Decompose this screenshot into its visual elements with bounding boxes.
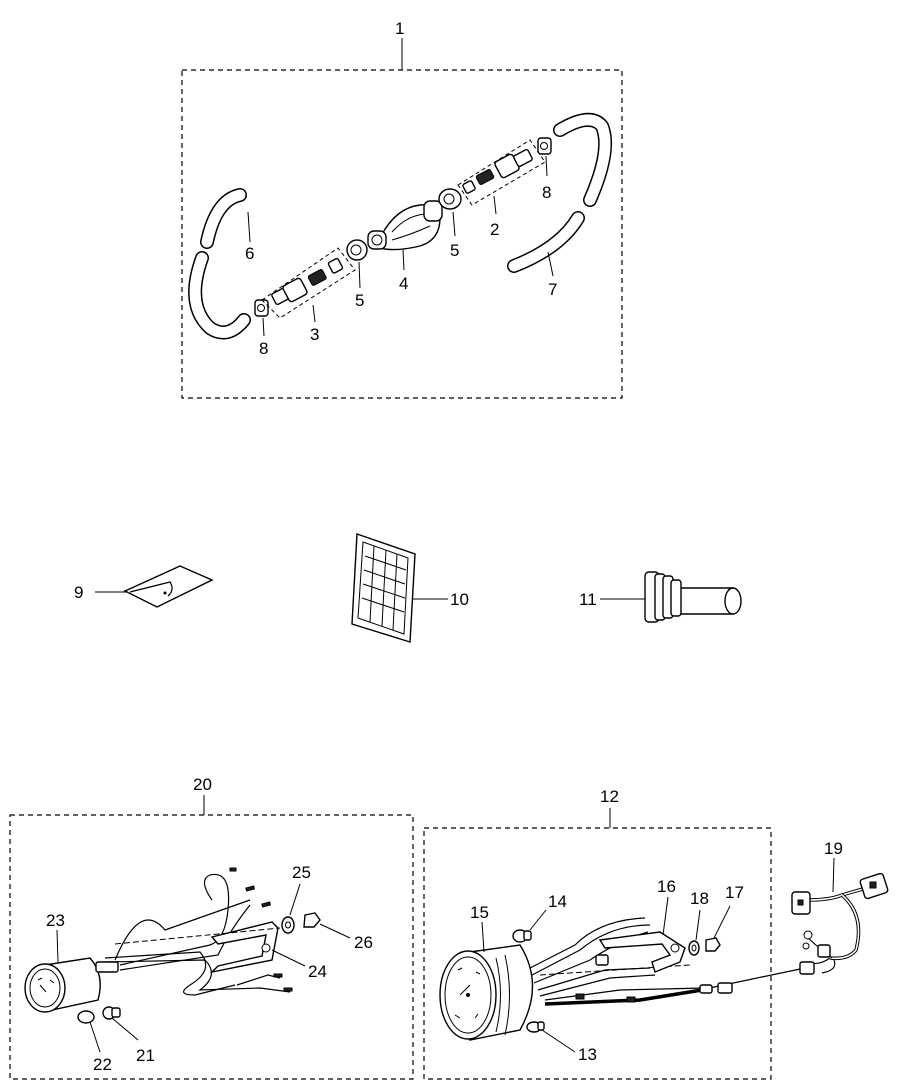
- callout-11: 11: [579, 590, 597, 609]
- leader-17: [713, 905, 731, 939]
- callout-14: 14: [548, 892, 567, 911]
- callout-3: 3: [310, 325, 319, 344]
- gauge-nut-17: [705, 937, 721, 952]
- gauge-kit-20-box: [9, 814, 414, 1080]
- callout-1: 1: [395, 19, 404, 38]
- leader-23: [56, 929, 59, 963]
- leader-24: [271, 949, 306, 967]
- leader-2: [493, 195, 497, 215]
- leader-14: [529, 909, 547, 931]
- leader-25: [289, 883, 301, 916]
- callout-17: 17: [725, 883, 744, 902]
- hose-fitting: [644, 571, 742, 623]
- callout-21: 21: [136, 1046, 155, 1065]
- fuel-connector-right: [462, 148, 533, 194]
- callout-26: 26: [354, 933, 373, 952]
- callout-25: 25: [292, 863, 311, 882]
- gauge-washer-25: [281, 916, 295, 934]
- callout-18: 18: [690, 889, 709, 908]
- leader-7: [547, 251, 554, 277]
- gauge-nut-26: [303, 912, 321, 928]
- extension-harness: [791, 872, 889, 975]
- callout-8-left: 8: [259, 339, 268, 358]
- callout-6: 6: [245, 244, 254, 263]
- fuel-connector-left: [271, 257, 344, 306]
- axis-line-20: [114, 927, 281, 945]
- callout-12: 12: [600, 787, 619, 806]
- callout-9: 9: [74, 583, 83, 602]
- connector-assembly-left-box: [261, 247, 356, 319]
- bulb-13: [526, 1021, 545, 1033]
- gauge-bracket-20: [209, 921, 279, 974]
- leader-22: [89, 1021, 101, 1053]
- hose-adapter-left: [346, 239, 368, 261]
- connector-assembly-right-box: [457, 139, 546, 206]
- leader-21: [111, 1017, 139, 1041]
- callout-22: 22: [93, 1055, 112, 1074]
- callout-2: 2: [490, 220, 499, 239]
- hose-clamp-nut-right: [537, 137, 552, 155]
- leader-4: [402, 249, 405, 271]
- axis-line-12: [539, 964, 691, 976]
- callout-24: 24: [308, 962, 327, 981]
- gauge-23: [24, 957, 119, 1013]
- instruction-decal: [351, 533, 416, 643]
- fuel-hose-left: [188, 188, 251, 340]
- callout-20: 20: [193, 775, 212, 794]
- callout-5-left: 5: [355, 291, 364, 310]
- bulb-21: [102, 1006, 121, 1020]
- leader-5-right: [452, 211, 456, 237]
- callout-19: 19: [824, 839, 843, 858]
- callout-16: 16: [657, 877, 676, 896]
- callout-8-right: 8: [542, 183, 551, 202]
- callout-15: 15: [470, 903, 489, 922]
- fuel-hose-right: [507, 113, 613, 273]
- callout-10: 10: [450, 590, 469, 609]
- leader-5-left: [358, 261, 361, 289]
- callout-7: 7: [548, 280, 557, 299]
- leader-26: [319, 923, 351, 939]
- hose-adapter-right: [438, 188, 462, 210]
- leader-13: [541, 1029, 576, 1053]
- gauge-washer-18: [688, 940, 700, 956]
- leader-18: [695, 909, 701, 941]
- leader-3: [312, 304, 316, 323]
- callout-13: 13: [578, 1045, 597, 1064]
- primer-bulb: [367, 200, 443, 251]
- leader-19: [832, 857, 835, 893]
- leader-16: [662, 896, 669, 936]
- callout-4: 4: [399, 274, 408, 293]
- leader-8-right: [545, 155, 548, 177]
- bulb-22: [77, 1010, 95, 1024]
- callout-23: 23: [46, 911, 65, 930]
- gauge-15: [439, 944, 534, 1041]
- gauge-kit-12-box: [423, 827, 772, 1080]
- bulb-14: [512, 929, 532, 943]
- tool-pouch: [123, 565, 214, 608]
- leader-8-left: [262, 317, 265, 337]
- callout-5-right: 5: [450, 241, 459, 260]
- hose-clamp-nut-left: [254, 299, 269, 317]
- gauge-harness-12: [529, 917, 806, 1006]
- gauge-bracket-12: [598, 931, 686, 973]
- leader-6: [247, 211, 251, 243]
- leader-15: [481, 921, 485, 953]
